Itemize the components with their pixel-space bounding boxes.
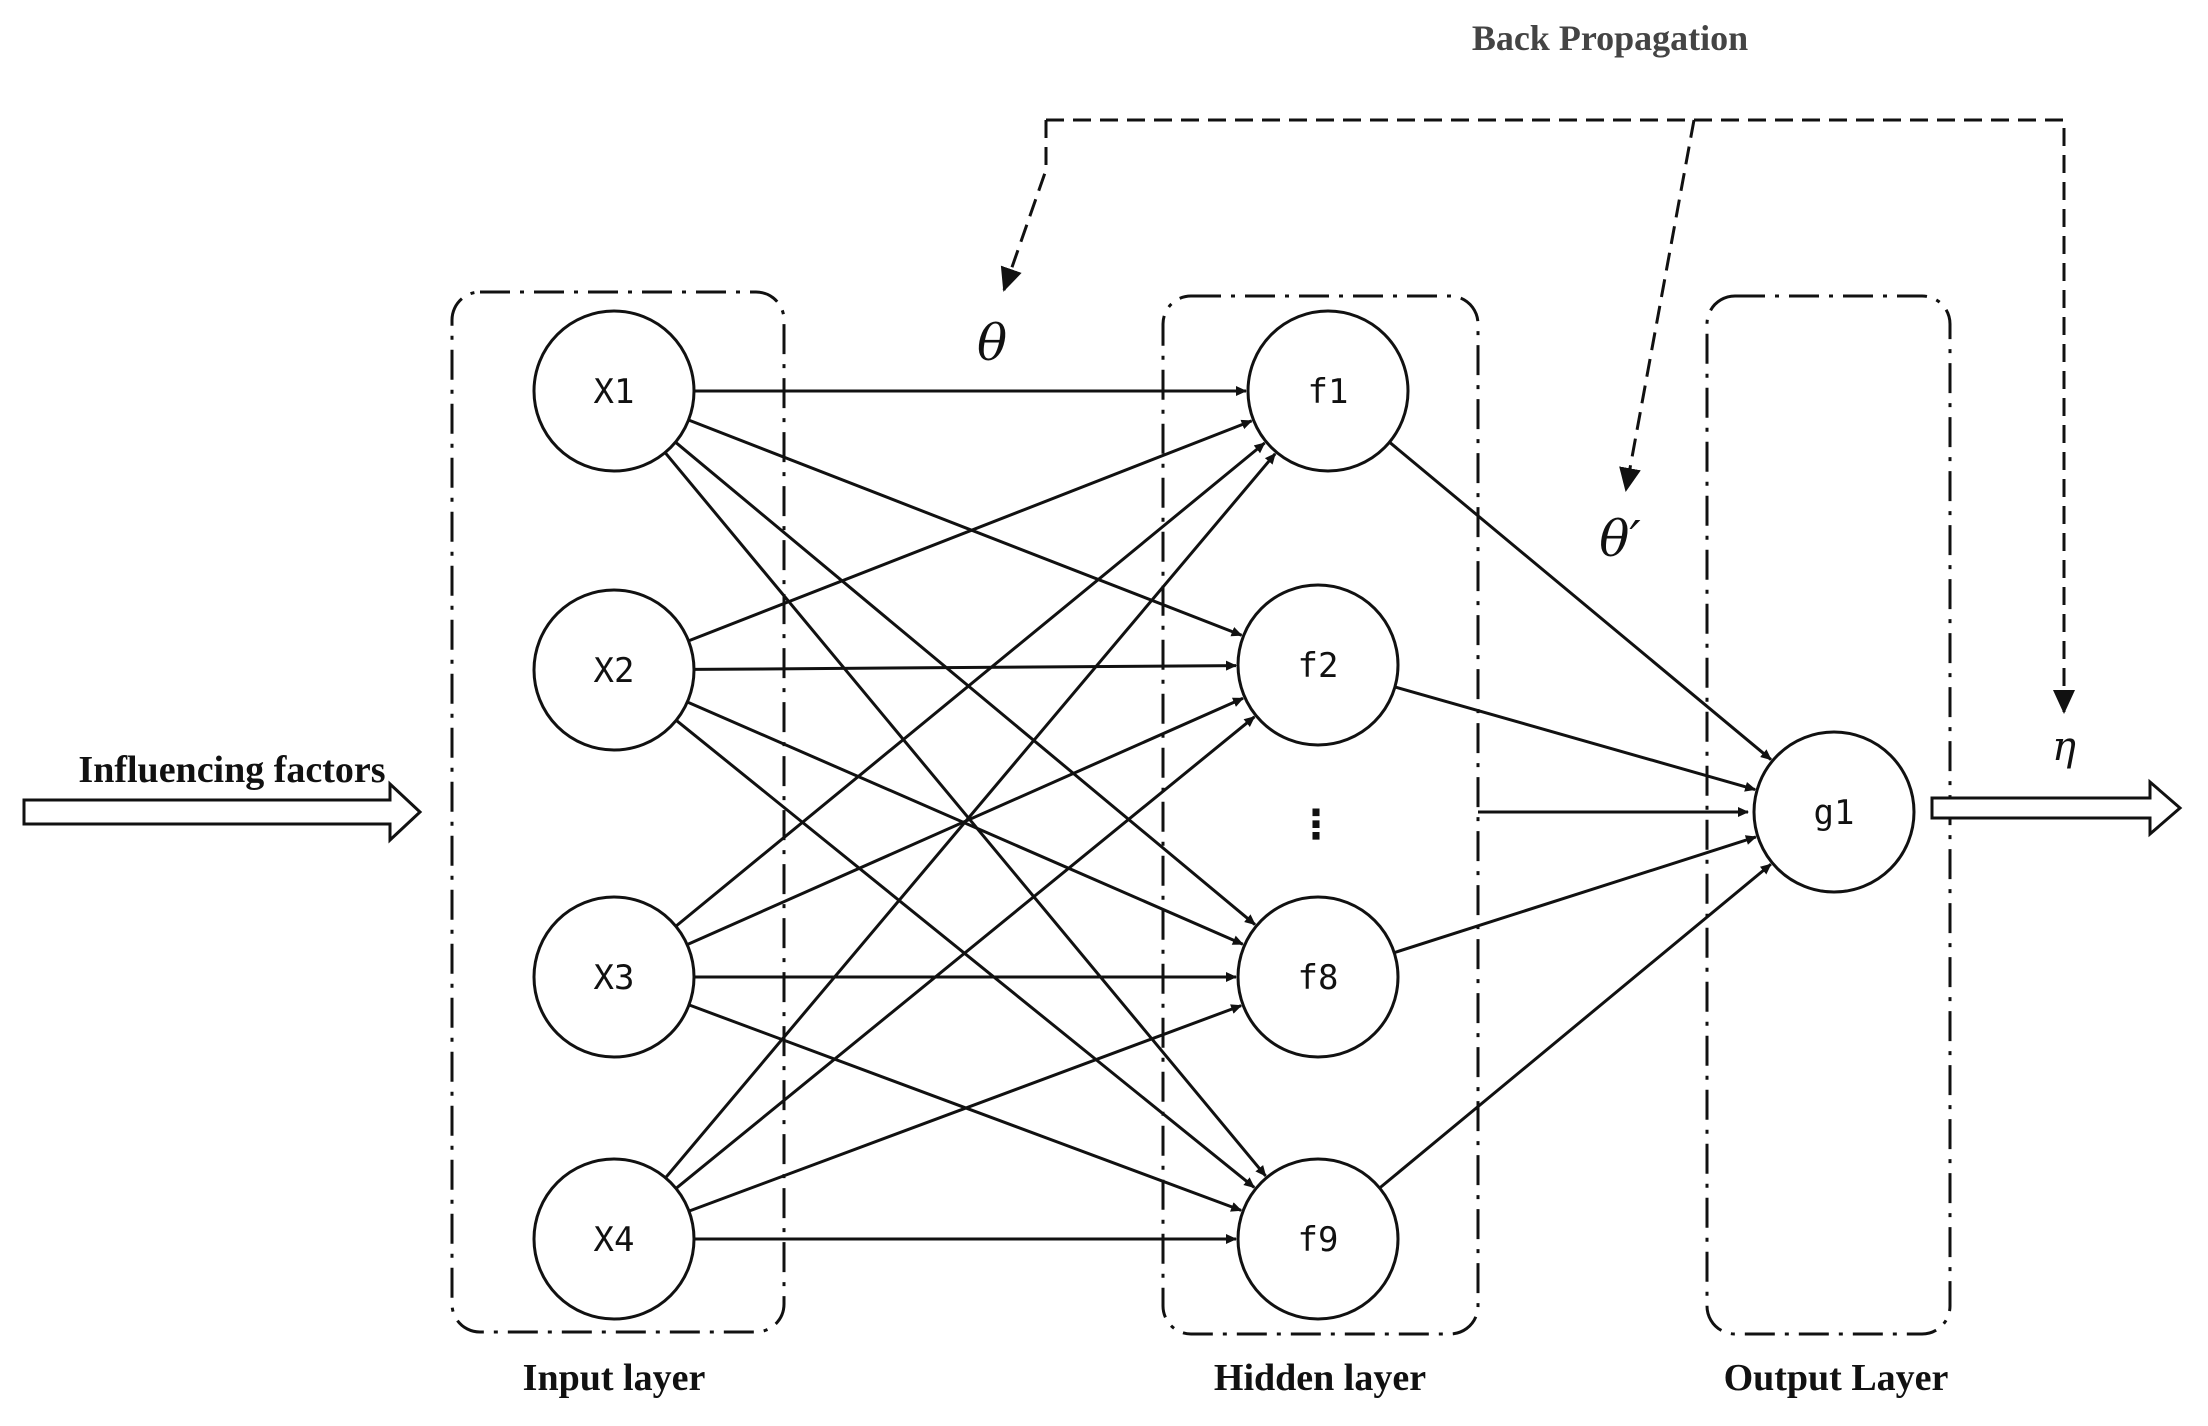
input-node-x2-circle xyxy=(532,588,696,752)
edge-f2-g1 xyxy=(1394,685,1757,792)
backprop-to-theta xyxy=(1000,120,1048,292)
input-node-x1-label: X1 xyxy=(594,372,635,412)
eta-label: η xyxy=(2052,724,2076,770)
hidden-node-f9-circle xyxy=(1236,1157,1400,1321)
hidden-node-f9-label: f9 xyxy=(1298,1220,1339,1260)
input-layer-box xyxy=(450,290,786,1334)
hidden-node-f2-label: f2 xyxy=(1298,646,1339,686)
input-layer-label: Input layer xyxy=(523,1357,706,1399)
edge-x1-f2 xyxy=(688,418,1243,637)
hidden-ellipsis: ⋮ xyxy=(1296,802,1336,848)
input-node-x4-label: X4 xyxy=(594,1220,635,1260)
backprop-to-theta-prime xyxy=(1619,119,1696,492)
edge-f9-g1 xyxy=(1378,863,1772,1190)
edge-f1-g1 xyxy=(1388,441,1772,761)
connection-lines xyxy=(663,386,1772,1244)
hidden-layer-label: Hidden layer xyxy=(1214,1357,1426,1399)
edge-x2-f2 xyxy=(693,660,1238,671)
input-node-x4: X4 xyxy=(532,1157,696,1321)
hidden-node-f8: f8 xyxy=(1236,895,1400,1059)
input-node-x1-circle xyxy=(532,309,696,473)
input-arrow-label: Influencing factors xyxy=(78,749,385,791)
input-node-x3-label: X3 xyxy=(594,958,635,998)
hidden-node-f8-label: f8 xyxy=(1298,958,1339,998)
input-node-x3-circle xyxy=(532,895,696,1059)
output-hollow-arrow xyxy=(1930,778,2183,838)
edge-f8-g1 xyxy=(1393,835,1757,955)
back-propagation-title: Back Propagation xyxy=(1472,18,1748,58)
theta-label: θ xyxy=(977,314,1007,372)
edge-x1-f9 xyxy=(663,451,1267,1177)
output-node-g1-label: g1 xyxy=(1814,793,1855,833)
output-node-g1-circle xyxy=(1752,730,1916,894)
hidden-node-f8-circle xyxy=(1236,895,1400,1059)
hidden-node-f2-circle xyxy=(1236,583,1400,747)
hidden-node-f1-label: f1 xyxy=(1308,372,1349,412)
input-node-x3: X3 xyxy=(532,895,696,1059)
hidden-node-f1: f1 xyxy=(1246,309,1410,473)
output-layer-label: Output Layer xyxy=(1724,1357,1949,1399)
edge-x4-f1 xyxy=(664,452,1277,1179)
edge-x3-f1 xyxy=(674,441,1266,928)
hidden-layer-box xyxy=(1161,294,1480,1336)
output-node-g1: g1 xyxy=(1752,730,1916,894)
input-node-x1: X1 xyxy=(532,309,696,473)
backprop-top-line xyxy=(1046,118,2075,714)
hidden-node-f2: f2 xyxy=(1236,583,1400,747)
input-hollow-arrow xyxy=(22,780,423,844)
hidden-node-f9: f9 xyxy=(1236,1157,1400,1321)
edge-x2-f1 xyxy=(687,419,1253,643)
edge-x4-f8 xyxy=(688,1004,1243,1213)
input-node-x4-circle xyxy=(532,1157,696,1321)
input-node-x2: X2 xyxy=(532,588,696,752)
input-node-x2-label: X2 xyxy=(594,651,635,691)
theta-prime-label: θ′ xyxy=(1599,510,1641,568)
hidden-node-f1-circle xyxy=(1246,309,1410,473)
edge-x4-f2 xyxy=(675,715,1256,1190)
edge-x1-f8 xyxy=(674,441,1256,926)
